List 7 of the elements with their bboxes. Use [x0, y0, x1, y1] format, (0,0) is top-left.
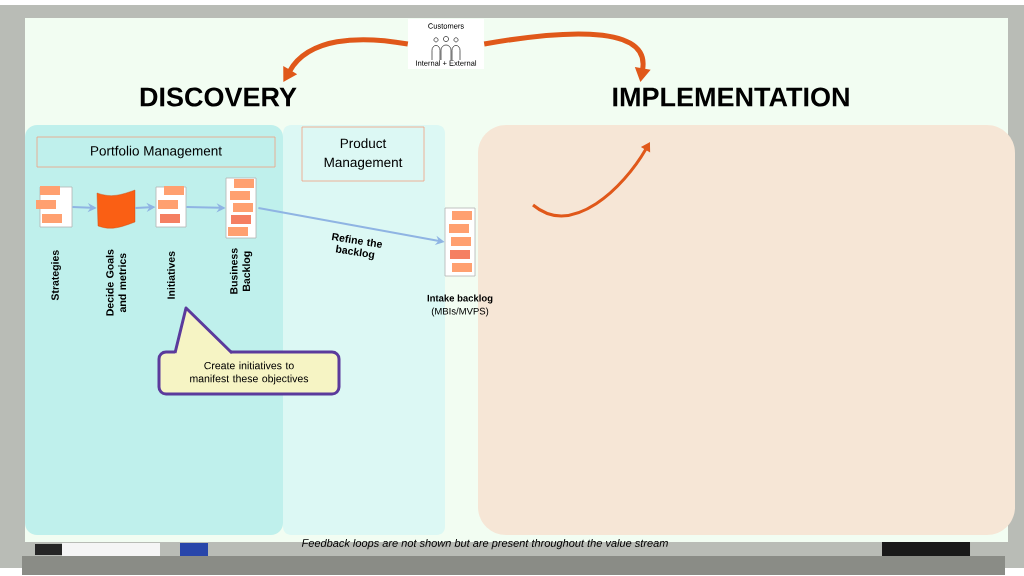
section-title: IMPLEMENTATION: [613, 87, 849, 107]
caption: Feedback loops are not shown but are present throughout the value stream: [301, 538, 668, 550]
edge-label: Refine the backlog: [322, 230, 390, 264]
heading-box: Portfolio Management: [36, 136, 276, 168]
section-title: DISCOVERY: [140, 87, 297, 107]
callout-bubble: Create initiatives to manifest these objectives: [157, 306, 341, 396]
heading-box: Product Management: [301, 126, 425, 182]
